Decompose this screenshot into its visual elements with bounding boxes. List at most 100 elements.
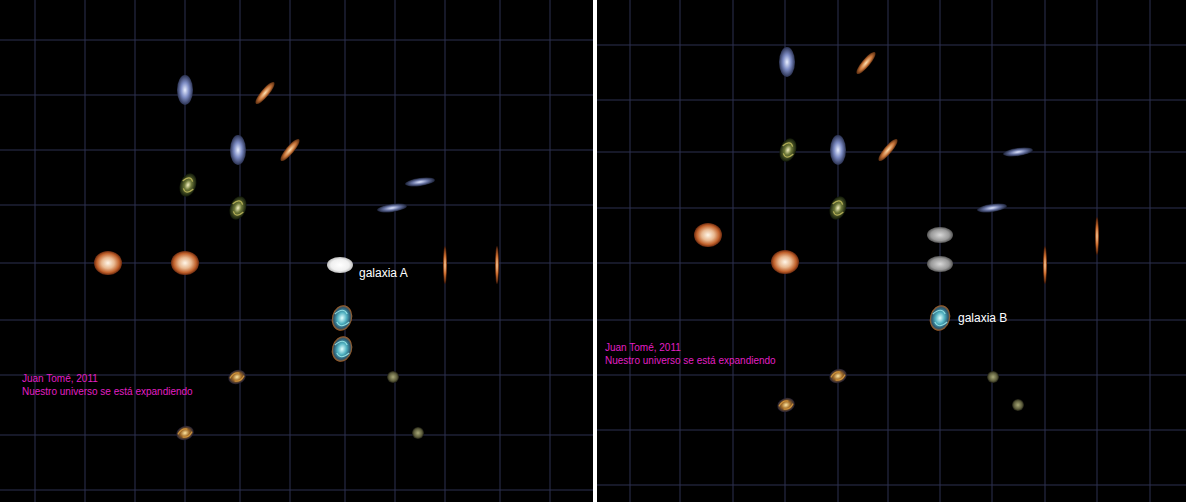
galaxy [830, 135, 846, 165]
grid-line [597, 375, 1186, 376]
galaxy-body [405, 176, 436, 188]
galaxy [927, 303, 953, 333]
caption-note: Nuestro universo se está expandiendo [22, 386, 193, 397]
grid-line [0, 40, 593, 41]
galaxy [987, 371, 999, 383]
galaxy [495, 246, 499, 284]
right-panel [597, 0, 1186, 502]
galaxy [694, 223, 722, 247]
grid-line [992, 0, 993, 502]
galaxy-body [1043, 246, 1047, 284]
grid-line [0, 150, 593, 151]
spiral-arm [783, 151, 794, 159]
grid-line [500, 0, 501, 502]
grid-line [597, 430, 1186, 431]
spiral-arm [233, 209, 244, 217]
galaxy-body [174, 423, 196, 442]
galaxy-body [771, 250, 799, 274]
grid-line [597, 45, 1186, 46]
grid-line [550, 0, 551, 502]
galaxy [377, 202, 408, 214]
galaxy-body [495, 246, 499, 284]
galaxy [405, 176, 436, 188]
galaxy [171, 251, 199, 275]
grid-line [395, 0, 396, 502]
grid-line [597, 208, 1186, 209]
galaxy-body [171, 251, 199, 275]
galaxy [387, 371, 399, 383]
galaxy-body [226, 194, 249, 222]
spiral-arm [177, 428, 188, 435]
grid-line [35, 0, 36, 502]
galaxy [174, 423, 196, 442]
galaxy-body [776, 136, 799, 164]
galaxy [443, 246, 447, 284]
galaxy [1003, 146, 1034, 158]
galaxy-body [327, 257, 353, 273]
spiral-arm [233, 199, 244, 207]
galaxy [230, 135, 246, 165]
galaxy-body [876, 137, 900, 164]
grid-line [597, 100, 1186, 101]
galaxy [827, 366, 849, 385]
grid-line [597, 485, 1186, 486]
galaxy [253, 80, 277, 107]
galaxy [776, 136, 799, 164]
galaxy-body [977, 202, 1008, 214]
galaxy-body [927, 256, 953, 272]
spiral-arm [833, 199, 844, 207]
author-note: Juan Tomé, 2011 [605, 342, 681, 353]
grid-line [0, 205, 593, 206]
spiral-arm [234, 376, 245, 383]
galaxy [226, 194, 249, 222]
galaxy-body [94, 251, 122, 275]
galaxy-body [987, 371, 999, 383]
galaxy [94, 251, 122, 275]
galaxy [977, 202, 1008, 214]
galaxy-body [443, 246, 447, 284]
spiral-arm [229, 372, 240, 379]
grid-line [940, 0, 941, 502]
galaxy [278, 137, 302, 164]
galaxy-body [826, 194, 849, 222]
grid-line [1150, 0, 1151, 502]
galaxy-body [278, 137, 302, 164]
grid-line [630, 0, 631, 502]
galaxies [94, 47, 1099, 443]
galaxy-body [694, 223, 722, 247]
galaxy [1095, 217, 1099, 255]
spiral-arm [336, 319, 349, 328]
galaxy [927, 256, 953, 272]
grid-line [290, 0, 291, 502]
spiral-arm [336, 350, 349, 359]
spiral-arm [335, 308, 348, 317]
galaxy-body [387, 371, 399, 383]
spiral-arm [833, 209, 844, 217]
grid-line [135, 0, 136, 502]
spiral-arm [778, 400, 789, 407]
galaxy-body [329, 303, 355, 333]
galaxy [1012, 399, 1024, 411]
galaxy [327, 257, 353, 273]
spiral-arm [183, 176, 194, 184]
grid-line [85, 0, 86, 502]
galaxy [226, 367, 248, 386]
spiral-arm [830, 371, 841, 378]
grid-line [838, 0, 839, 502]
spiral-arm [835, 375, 846, 382]
galaxy-body [176, 171, 199, 199]
galaxy-body [177, 75, 193, 105]
galaxy [854, 50, 878, 77]
galaxy [779, 47, 795, 77]
grid-line [0, 263, 593, 264]
grid-line [0, 95, 593, 96]
spiral-arm [933, 308, 946, 317]
grid-line [597, 320, 1186, 321]
galaxy [177, 75, 193, 105]
galaxy-body [226, 367, 248, 386]
grid-line [240, 0, 241, 502]
grid-line [733, 0, 734, 502]
galaxy-body [1095, 217, 1099, 255]
author-note: Juan Tomé, 2011 [22, 373, 98, 384]
